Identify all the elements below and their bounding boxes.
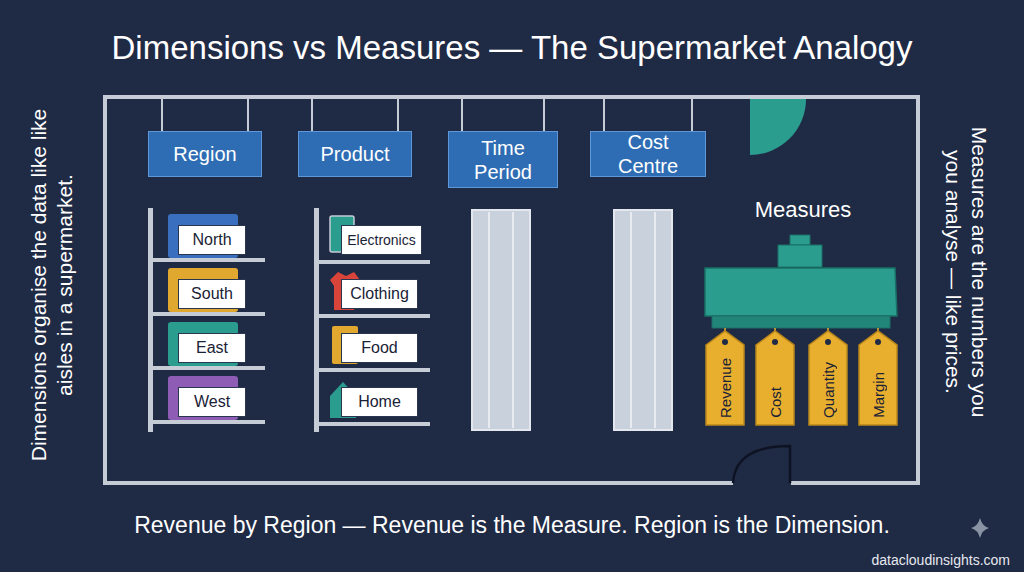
node-text: Margin [870, 372, 887, 418]
node-text: North [192, 231, 231, 249]
tag-body [859, 331, 897, 425]
cash-register [705, 235, 897, 338]
shelf-label: Clothing [341, 279, 418, 309]
node-text: Cost Centre [599, 130, 697, 178]
node-text: Electronics [347, 232, 415, 248]
node-text: Quantity [820, 362, 837, 418]
aisle-sign: Region [148, 131, 262, 177]
side-note: Dimensions organise the data like like a… [22, 105, 82, 465]
region-shelf [148, 208, 265, 432]
node-text: South [191, 285, 233, 303]
shelf-label: Food [341, 333, 418, 363]
price-tag: Cost [755, 330, 795, 426]
tag-hole [722, 339, 728, 345]
shelf-label: Home [341, 387, 418, 417]
empty-aisle [614, 210, 672, 430]
store-wall [105, 97, 918, 483]
aisle-sign: Cost Centre [590, 131, 706, 177]
empty-aisle [472, 210, 530, 430]
tag-hole [875, 339, 881, 345]
side-note: Measures are the numbers you you analyse… [936, 107, 996, 437]
shelf-label: Electronics [341, 225, 422, 255]
sign-hangers [162, 97, 692, 131]
shelf-label: South [178, 279, 246, 309]
tag-body [756, 331, 794, 425]
door-gap [733, 479, 791, 487]
shelf-label: West [178, 387, 246, 417]
node-text: Time Period [457, 136, 549, 184]
node-text: Revenue [717, 358, 734, 418]
aisle-sign: Time Period [448, 131, 558, 188]
caption: Revenue by Region — Revenue is the Measu… [0, 511, 1024, 539]
tag-hole [772, 339, 778, 345]
watermark: datacloudinsights.com [760, 551, 1010, 569]
tag-hole [825, 339, 831, 345]
title: Dimensions vs Measures — The Supermarket… [0, 28, 1024, 68]
node-text: East [196, 339, 228, 357]
price-tag: Margin [858, 330, 898, 426]
price-tag: Revenue [705, 330, 745, 426]
product-shelf [314, 208, 430, 432]
door-top [750, 99, 806, 155]
node-text: Product [321, 142, 390, 166]
node-text: Clothing [350, 285, 409, 303]
node-text: Cost [767, 387, 784, 418]
shelf-label: North [178, 225, 246, 255]
aisle-sign: Product [298, 131, 412, 177]
shelf-label: East [178, 333, 246, 363]
door-bottom [733, 446, 790, 483]
sparkle-icon [971, 518, 989, 538]
tag-body [809, 331, 847, 425]
section-heading: Measures [703, 197, 903, 223]
node-text: Home [358, 393, 401, 411]
node-text: Food [361, 339, 397, 357]
tag-body [706, 331, 744, 425]
node-text: Region [173, 142, 236, 166]
node-text: West [194, 393, 230, 411]
price-tag: Quantity [808, 330, 848, 426]
